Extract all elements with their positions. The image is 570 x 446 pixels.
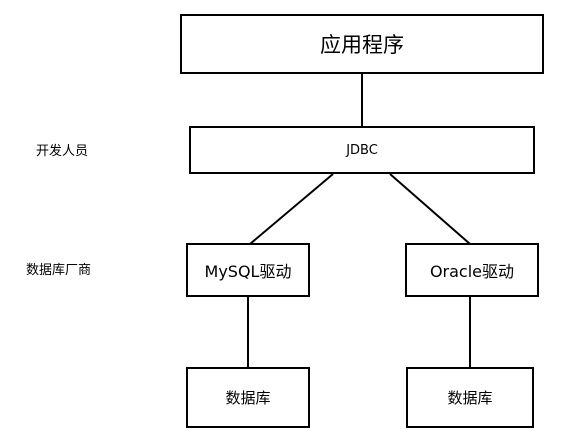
mysql-database-box: 数据库 [186, 367, 310, 428]
jdbc-label: JDBC [346, 142, 378, 158]
vendor-layer-label: 数据库厂商 [26, 263, 92, 278]
oracle-driver-box: Oracle驱动 [405, 243, 539, 297]
oracle-driver-label: Oracle驱动 [429, 262, 515, 281]
mysql-driver-box: MySQL驱动 [186, 243, 310, 297]
mysql-driver-label: MySQL驱动 [204, 262, 292, 281]
oracle-database-label: 数据库 [447, 389, 493, 407]
oracle-database-box: 数据库 [406, 367, 534, 428]
application-label: 应用程序 [320, 33, 404, 57]
developer-layer-label: 开发人员 [36, 144, 89, 159]
mysql-database-label: 数据库 [225, 389, 271, 407]
connector-jdbc-oracle [389, 173, 471, 245]
application-box: 应用程序 [180, 14, 544, 74]
jdbc-box: JDBC [189, 126, 535, 174]
connector-jdbc-mysql [249, 173, 334, 245]
